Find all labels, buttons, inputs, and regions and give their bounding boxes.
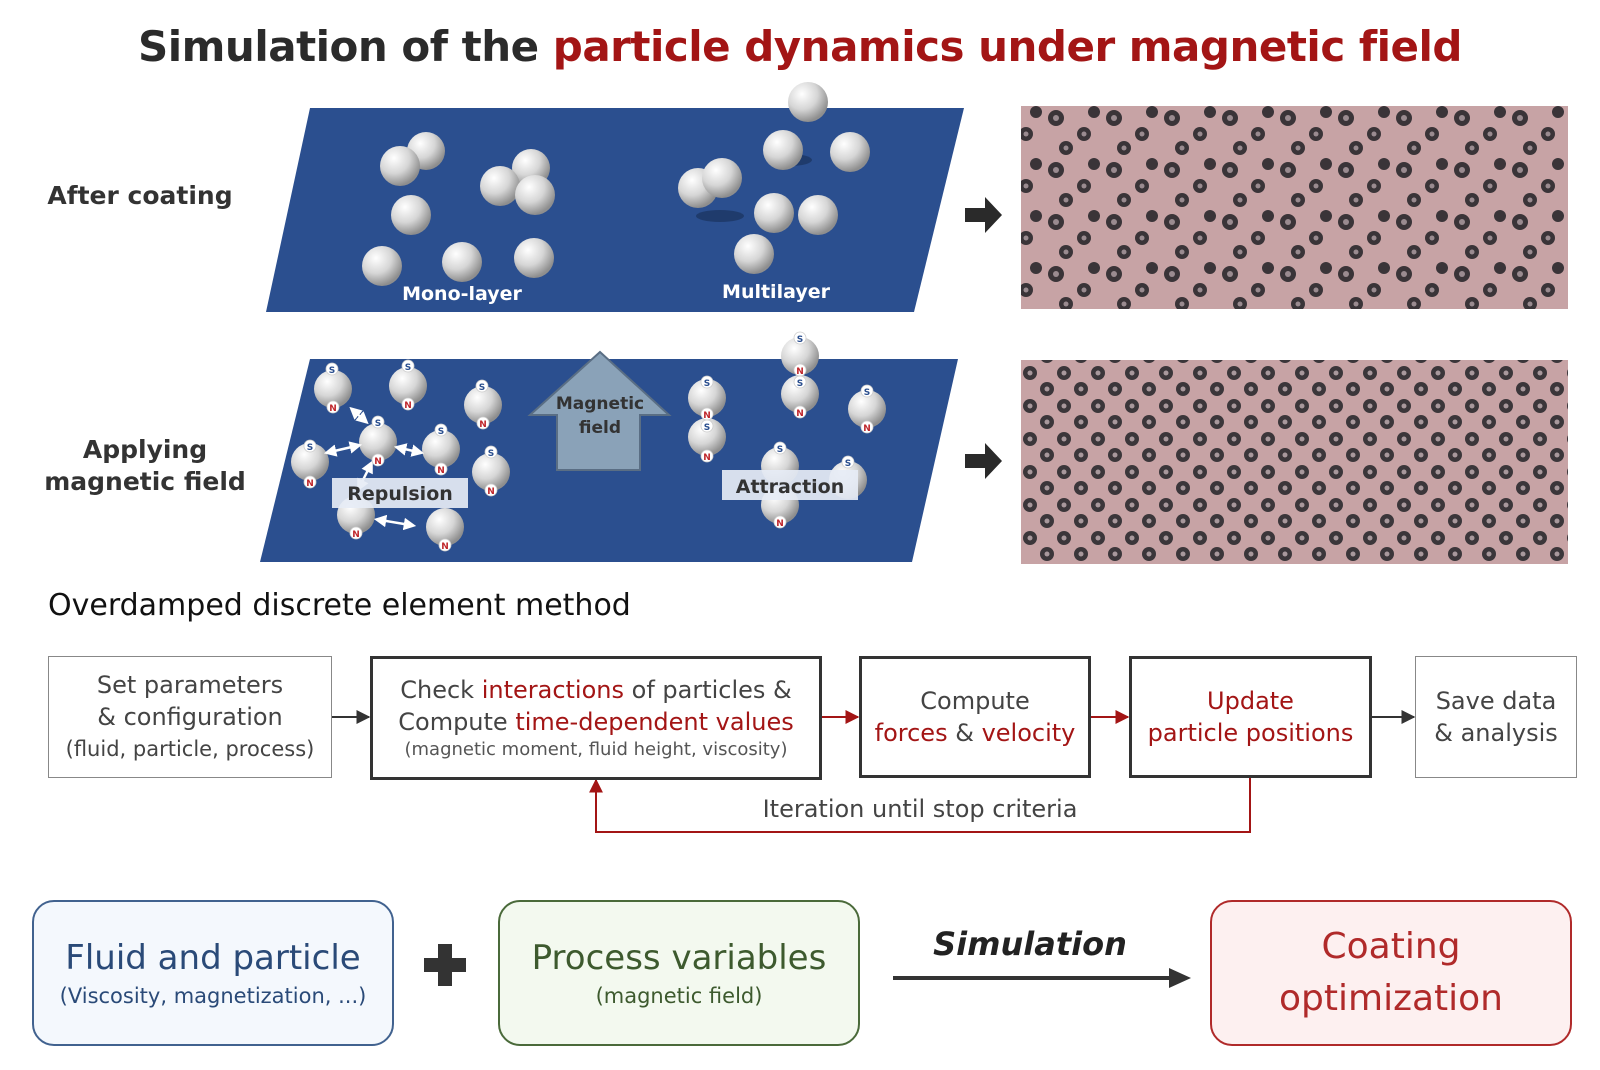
flow-box2-line1: Check interactions of particles & xyxy=(400,676,792,704)
svg-text:S: S xyxy=(375,419,381,429)
pole-labels-attraction: S N S N S N S N S N S N S xyxy=(700,331,874,529)
svg-text:S: S xyxy=(479,383,485,393)
box-fluid-particle: Fluid and particle (Viscosity, magnetiza… xyxy=(32,900,394,1046)
title-highlight: particle dynamics under magnetic field xyxy=(552,22,1463,71)
svg-text:N: N xyxy=(703,411,711,421)
svg-text:N: N xyxy=(863,424,871,434)
flow-box-save-data: Save data & analysis xyxy=(1415,656,1577,778)
flowchart-connectors xyxy=(332,710,1416,833)
row-label-applying-line2: magnetic field xyxy=(44,467,246,496)
svg-text:N: N xyxy=(776,519,784,529)
title-part1: Simulation of the xyxy=(138,22,553,71)
svg-text:S: S xyxy=(704,379,710,389)
label-field-line1: Magnetic xyxy=(556,394,644,414)
flow-box-set-parameters: Set parameters & configuration (fluid, p… xyxy=(48,656,332,778)
svg-text:N: N xyxy=(441,542,449,552)
simulation-arrow-icon xyxy=(893,968,1191,988)
process-title: Process variables xyxy=(531,938,827,978)
process-subtitle: (magnetic field) xyxy=(595,984,763,1008)
svg-text:N: N xyxy=(487,487,495,497)
svg-text:S: S xyxy=(864,388,870,398)
svg-text:S: S xyxy=(777,445,783,455)
svg-text:S: S xyxy=(845,459,851,469)
magnetic-field-arrow-icon xyxy=(527,350,672,471)
micrograph-after-coating-particles xyxy=(1021,106,1568,309)
row-label-after-coating: After coating xyxy=(47,181,233,210)
flow-box2-line3: (magnetic moment, fluid height, viscosit… xyxy=(404,739,788,760)
svg-text:N: N xyxy=(796,409,804,419)
highlight-interactions: interactions xyxy=(481,676,624,704)
svg-text:N: N xyxy=(437,466,445,476)
svg-text:N: N xyxy=(352,530,360,540)
attraction-label-box xyxy=(722,470,858,500)
svg-text:N: N xyxy=(703,453,711,463)
svg-text:N: N xyxy=(374,457,382,467)
particles-repulsion xyxy=(291,367,510,546)
svg-text:N: N xyxy=(329,404,337,414)
label-mono-layer: Mono-layer xyxy=(402,283,522,305)
flow-box-compute-forces: Compute forces & velocity xyxy=(859,656,1091,778)
box-coating-optimization: Coating optimization xyxy=(1210,900,1572,1046)
label-multilayer: Multilayer xyxy=(722,281,831,303)
svg-text:N: N xyxy=(306,479,314,489)
svg-text:S: S xyxy=(438,427,444,437)
label-field-line2: field xyxy=(579,418,621,438)
svg-text:N: N xyxy=(404,401,412,411)
row-label-applying: Applying magnetic field xyxy=(30,434,260,498)
svg-text:S: S xyxy=(797,335,803,345)
flow-box1-line3: (fluid, particle, process) xyxy=(65,737,315,761)
arrow-right-icon-2 xyxy=(965,443,1002,479)
svg-text:S: S xyxy=(797,379,803,389)
micrograph-applying-field-particles xyxy=(1021,360,1568,564)
flow-box3-line1: Compute xyxy=(920,687,1030,715)
repulsion-label-box xyxy=(332,478,468,508)
label-attraction: Attraction xyxy=(736,476,845,498)
svg-text:S: S xyxy=(704,423,710,433)
svg-text:S: S xyxy=(307,443,313,453)
flow-box4-line1: Update xyxy=(1207,687,1294,715)
fluid-subtitle: (Viscosity, magnetization, ...) xyxy=(59,984,367,1008)
row-label-applying-line1: Applying xyxy=(82,435,208,464)
simulation-label: Simulation xyxy=(933,925,1127,963)
illustration-canvas: Mono-layer Multilayer Magnetic field S N… xyxy=(260,82,1568,564)
svg-text:N: N xyxy=(796,367,804,377)
svg-text:S: S xyxy=(405,363,411,373)
svg-text:S: S xyxy=(329,366,335,376)
label-repulsion: Repulsion xyxy=(347,483,453,505)
loop-label: Iteration until stop criteria xyxy=(762,795,1078,823)
coating-line2: optimization xyxy=(1279,978,1503,1019)
flow-box5-line1: Save data xyxy=(1435,687,1557,715)
highlight-time-dependent: time-dependent values xyxy=(515,708,794,736)
coating-line1: Coating xyxy=(1321,926,1461,967)
page-title: Simulation of the particle dynamics unde… xyxy=(0,22,1600,71)
svg-text:N: N xyxy=(479,420,487,430)
pole-labels-repulsion: S N S N S N S N S N S N S N N N xyxy=(303,359,498,552)
arrow-right-icon xyxy=(965,197,1002,233)
flow-box5-line2: & analysis xyxy=(1434,719,1558,747)
flow-box-check-interactions: Check interactions of particles & Comput… xyxy=(370,656,822,780)
section-title-method: Overdamped discrete element method xyxy=(48,588,631,623)
flow-box-update-positions: Update particle positions xyxy=(1129,656,1372,778)
box-process-variables: Process variables (magnetic field) xyxy=(498,900,860,1046)
svg-text:S: S xyxy=(488,449,494,459)
particles-mono-layer xyxy=(362,132,555,286)
flow-box1-line2: & configuration xyxy=(97,703,283,731)
particles-multilayer xyxy=(678,82,870,274)
flow-box3-line2: forces & velocity xyxy=(874,719,1076,747)
flow-box2-line2: Compute time-dependent values xyxy=(398,708,794,736)
plus-icon xyxy=(424,944,466,986)
flow-box1-line1: Set parameters xyxy=(96,671,284,699)
iteration-loop-arrow xyxy=(589,778,1251,833)
fluid-title: Fluid and particle xyxy=(65,938,361,978)
flow-box4-line2: particle positions xyxy=(1147,719,1354,747)
